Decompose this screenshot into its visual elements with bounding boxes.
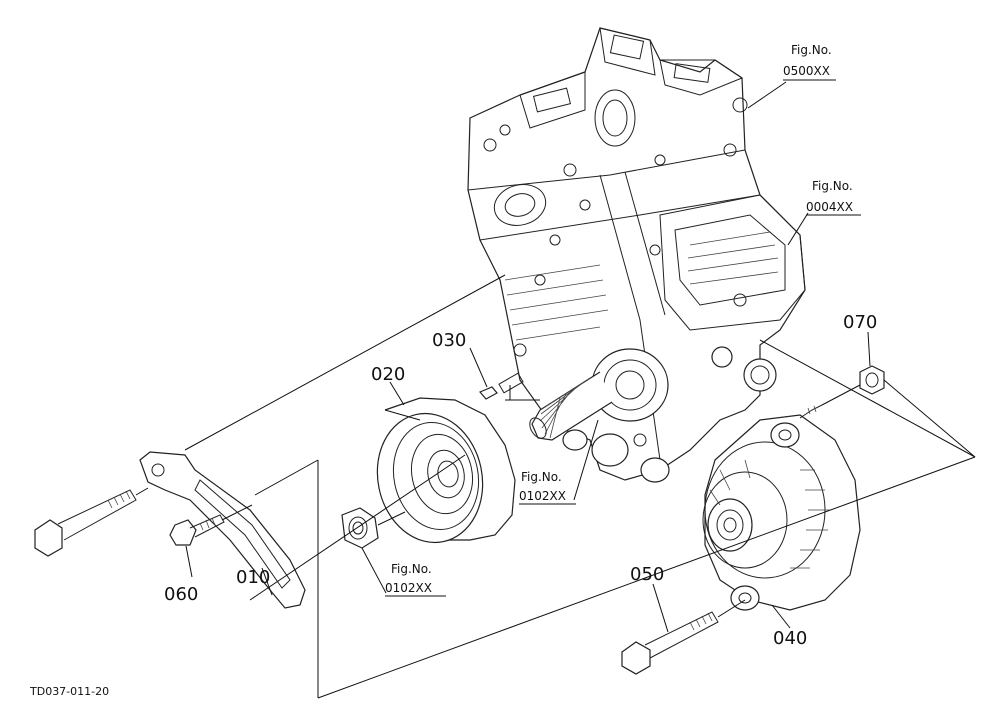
bolt-060 (169, 514, 225, 546)
fig-ref-label: Fig.No. (521, 470, 562, 484)
fig-ref-number: 0102XX (385, 581, 432, 595)
fig-ref-label: Fig.No. (812, 179, 853, 193)
fig-ref-0102xx-left: Fig.No. 0102XX (385, 562, 446, 597)
part-label-020: 020 (371, 364, 405, 385)
fig-ref-label: Fig.No. (391, 562, 432, 576)
fig-ref-label: Fig.No. (791, 43, 832, 57)
fig-ref-0004xx: Fig.No. 0004XX (806, 179, 861, 216)
woodruff-key-030 (479, 386, 498, 400)
part-label-010: 010 (236, 567, 270, 588)
label-leaders (185, 81, 871, 633)
fig-ref-number: 0102XX (519, 489, 566, 503)
part-label-040: 040 (773, 628, 807, 649)
crankshaft (498, 371, 613, 441)
pulley-nut (341, 507, 379, 549)
long-bolt (34, 489, 137, 557)
fig-ref-number: 0004XX (806, 200, 853, 214)
fig-ref-0102xx-center: Fig.No. 0102XX (519, 470, 576, 505)
part-label-060: 060 (164, 584, 198, 605)
part-label-030: 030 (432, 330, 466, 351)
alternator-bracket-010 (139, 451, 306, 609)
crank-pulley-020 (376, 397, 516, 544)
engine-gear-case (467, 27, 806, 483)
part-label-050: 050 (630, 564, 664, 585)
bolt-050 (621, 611, 719, 675)
part-label-070: 070 (843, 312, 877, 333)
fig-ref-0500xx: Fig.No. 0500XX (783, 43, 836, 81)
assembly-lines (135, 274, 976, 699)
nut-070 (859, 365, 885, 395)
drawing-code: TD037-011-20 (29, 685, 109, 698)
fig-ref-number: 0500XX (783, 64, 830, 78)
